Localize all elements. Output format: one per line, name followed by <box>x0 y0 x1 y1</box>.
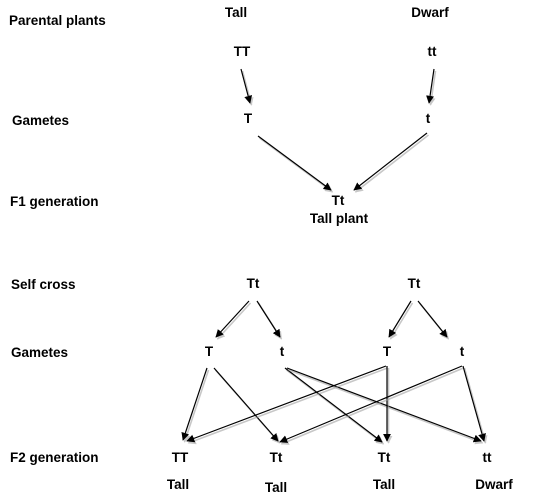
arrow-t3-to-f2-1 <box>186 365 387 443</box>
arrow-gamete-left-to-f1-shadow <box>259 137 334 193</box>
arrow-parent-left-to-gamete-shadow <box>241 70 254 106</box>
f2-genotype-2: Tt <box>270 450 283 465</box>
arrows-layer <box>181 68 488 445</box>
arrow-parent-right-to-gamete <box>426 68 435 104</box>
arrow-t4-to-f2-2 <box>279 365 463 443</box>
arrow-t1-to-f2-1 <box>181 367 208 441</box>
gamete-1-left: T <box>244 111 253 126</box>
arrow-t1-to-f2-1-shadow <box>182 369 210 443</box>
row-label-self-cross: Self cross <box>11 277 76 292</box>
arrow-gamete-left-to-f1 <box>257 135 332 191</box>
f2-genotype-3: Tt <box>378 450 391 465</box>
arrow-t4-to-f2-4 <box>462 365 486 442</box>
f2-genotype-4: tt <box>483 450 492 465</box>
gamete-2-t3: T <box>383 344 392 359</box>
f2-phenotype-4: Dwarf <box>475 477 513 492</box>
arrow-selfcross-left-to-t2 <box>256 300 281 338</box>
parent-left-genotype: TT <box>234 44 251 59</box>
row-label-gametes: Gametes <box>12 113 69 128</box>
f2-phenotype-2: Tall <box>265 480 287 495</box>
parent-right-genotype: tt <box>428 44 437 59</box>
row-label-gametes-2: Gametes <box>11 345 68 360</box>
arrow-parent-left-to-gamete <box>240 68 253 104</box>
parent-left-phenotype: Tall <box>225 5 247 20</box>
f2-phenotype-1: Tall <box>167 477 189 492</box>
self-cross-left: Tt <box>247 276 260 291</box>
f2-phenotype-3: Tall <box>373 477 395 492</box>
arrow-t3-to-f2-1-shadow <box>187 367 388 445</box>
arrow-t4-to-f2-4-shadow <box>463 367 488 444</box>
gamete-2-t4: t <box>460 344 465 359</box>
self-cross-right: Tt <box>408 276 421 291</box>
arrow-selfcross-right-to-t3 <box>388 300 412 338</box>
arrow-t2-to-f2-4 <box>286 367 482 443</box>
f1-phenotype: Tall plant <box>310 211 369 226</box>
arrow-t2-to-f2-3 <box>284 367 383 443</box>
row-label-f1-generation: F1 generation <box>10 194 99 209</box>
arrow-t2-to-f2-4-shadow <box>288 369 484 445</box>
gamete-2-t1: T <box>205 344 214 359</box>
arrow-gamete-right-to-f1-shadow <box>354 134 429 193</box>
f2-genotype-1: TT <box>172 450 189 465</box>
row-label-parental-plants: Parental plants <box>9 13 106 28</box>
arrow-t4-to-f2-2-shadow <box>280 367 464 445</box>
arrow-selfcross-right-to-t4 <box>417 300 448 338</box>
arrow-gamete-right-to-f1 <box>353 132 428 191</box>
arrow-selfcross-right-to-t3-shadow <box>389 302 414 340</box>
gamete-2-t2: t <box>280 344 285 359</box>
row-label-f2-generation: F2 generation <box>10 450 99 465</box>
arrow-selfcross-left-to-t1-shadow <box>216 302 252 340</box>
arrow-selfcross-left-to-t1 <box>215 300 250 338</box>
parent-right-phenotype: Dwarf <box>411 5 449 20</box>
arrow-t1-to-f2-2 <box>213 367 279 442</box>
gamete-1-right: t <box>426 111 431 126</box>
arrow-t2-to-f2-3-shadow <box>286 369 385 445</box>
f1-genotype: Tt <box>332 193 345 208</box>
